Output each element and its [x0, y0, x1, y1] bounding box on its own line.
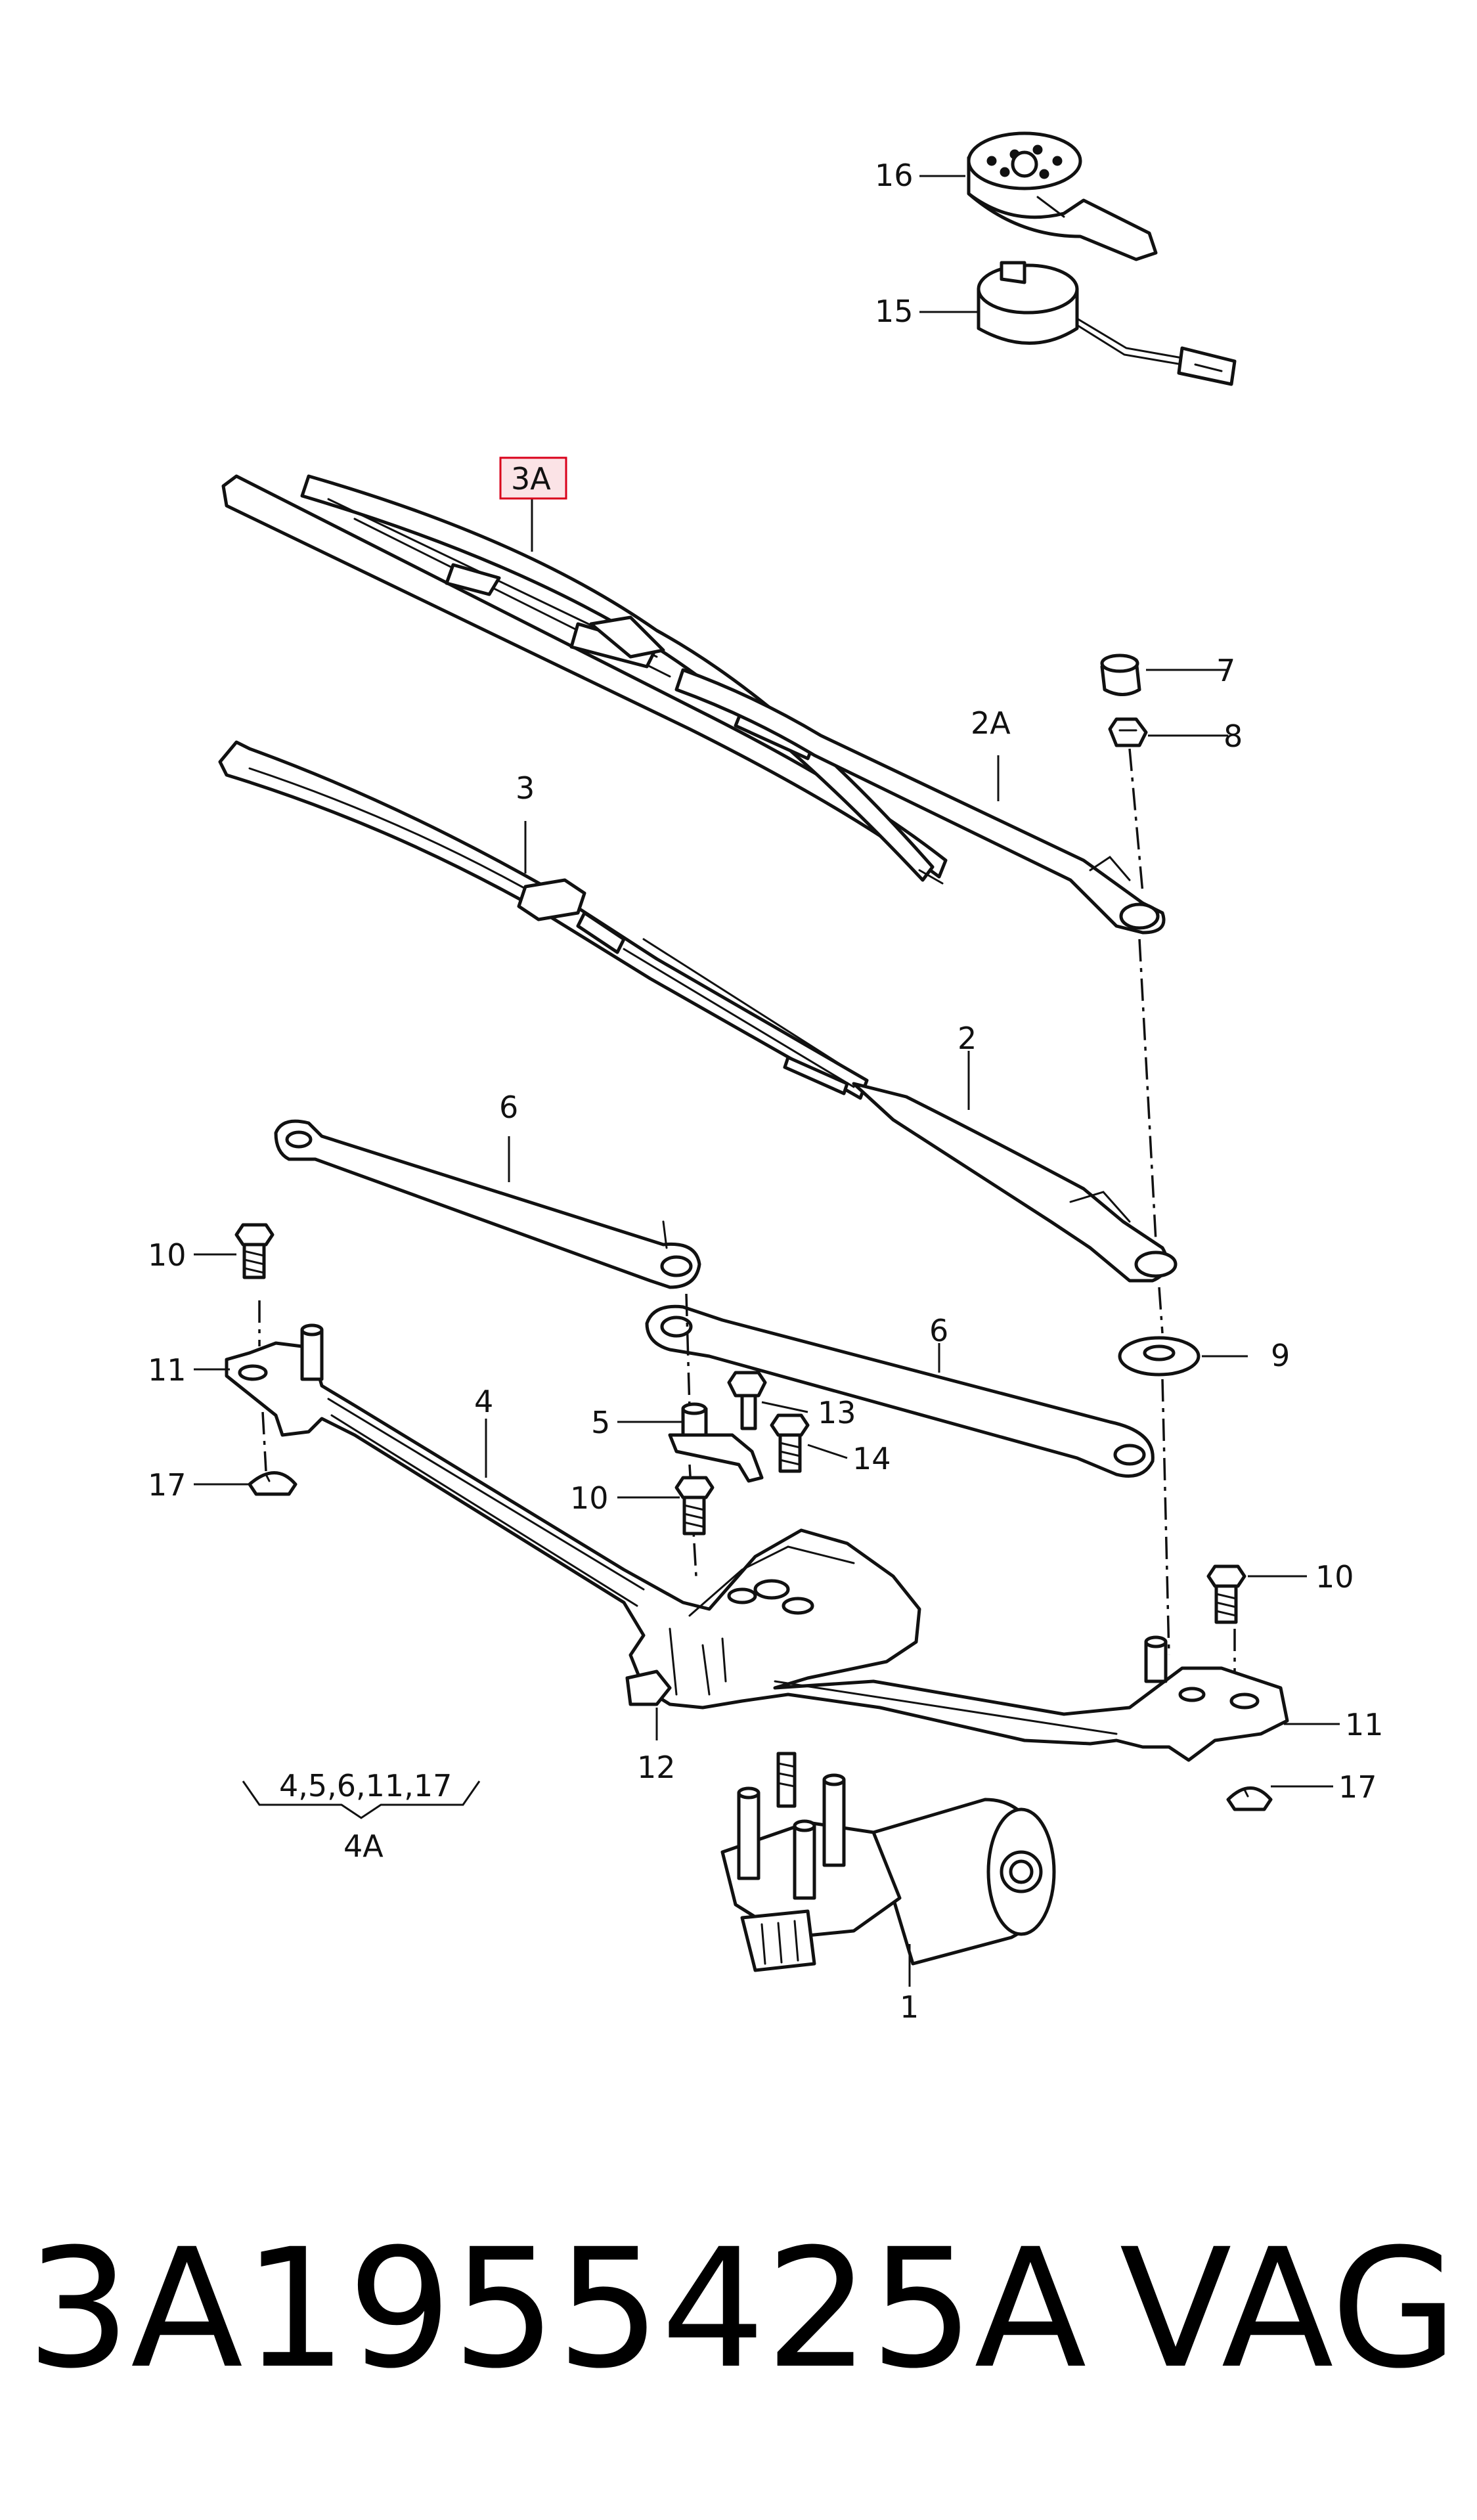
- wiper-arm-2a: [674, 668, 1166, 935]
- callout-9: 9: [1271, 1338, 1290, 1373]
- callout-11-left: 11: [148, 1352, 187, 1388]
- hex-nut-13: [727, 1371, 767, 1430]
- highlight-box: [499, 456, 567, 500]
- callout-8: 8: [1223, 718, 1243, 754]
- callout-11-right: 11: [1345, 1707, 1384, 1742]
- assembly-axis-line: [1128, 748, 1170, 1656]
- bolt-right: [1206, 1564, 1246, 1624]
- callout-6-upper: 6: [499, 1090, 518, 1125]
- brand-name: VAG: [1119, 2213, 1458, 2404]
- wiper-motor: [720, 1752, 1056, 1972]
- link-rod-lower: [645, 1304, 1155, 1478]
- wiper-blade-3: [218, 740, 869, 1100]
- callout-10-left: 10: [148, 1237, 187, 1273]
- pivot-pin: [668, 1402, 764, 1483]
- bolt-center: [674, 1476, 715, 1536]
- washer: [1118, 1336, 1201, 1377]
- callout-5: 5: [591, 1405, 610, 1440]
- link-rod-upper: [274, 1119, 701, 1289]
- callout-10-right: 10: [1315, 1559, 1354, 1595]
- callout-10-center: 10: [570, 1480, 609, 1516]
- clip-right: [1226, 1786, 1273, 1811]
- callout-17-right: 17: [1338, 1769, 1377, 1805]
- callout-7: 7: [1216, 653, 1235, 688]
- wiper-frame-linkage: [225, 1323, 1289, 1762]
- bolt-left: [234, 1223, 275, 1279]
- leader-lines: [194, 175, 1340, 1987]
- kit-label-4a: 4A: [343, 1828, 384, 1864]
- switch-unit-with-cable: [977, 261, 1237, 386]
- callout-17-left: 17: [148, 1467, 187, 1503]
- callout-2a: 2A: [971, 705, 1011, 741]
- callout-14: 14: [852, 1441, 891, 1476]
- callout-12: 12: [637, 1750, 676, 1785]
- part-number-footer: 3A1955425A VAG: [26, 2213, 1458, 2437]
- cover-cap: [1100, 653, 1141, 696]
- clip-left: [248, 1471, 298, 1496]
- callout-3: 3: [516, 770, 535, 806]
- callout-13: 13: [818, 1395, 856, 1430]
- bolt-14: [770, 1413, 810, 1473]
- callout-4: 4: [474, 1384, 493, 1419]
- wiper-blade-3a: [221, 474, 948, 885]
- part-number: 3A1955425A: [26, 2213, 1087, 2404]
- callout-15: 15: [875, 294, 914, 329]
- hex-nut: [1108, 717, 1148, 747]
- kit-contents-label: 4,5,6,11,17: [279, 1768, 452, 1803]
- assembly-axis-line-3: [258, 1300, 267, 1472]
- callout-2: 2: [958, 1021, 977, 1056]
- callout-16: 16: [875, 158, 914, 193]
- callout-1: 1: [900, 1989, 919, 2025]
- callout-3a: 3A: [511, 461, 551, 497]
- callout-6-lower: 6: [929, 1313, 948, 1348]
- wiper-arm-2: [852, 1082, 1178, 1283]
- rotary-switch-knob: [967, 131, 1158, 261]
